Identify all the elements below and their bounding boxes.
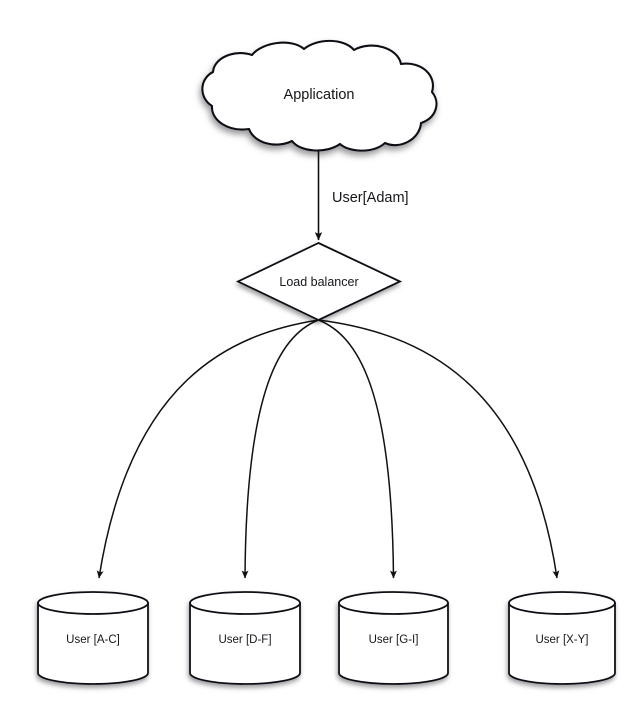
edge-balancer-to-store-1 <box>96 319 319 579</box>
node-store-user-d-f[interactable]: User [D-F] <box>189 591 301 685</box>
cylinder-top-4 <box>508 591 616 615</box>
store-label-4: User [X-Y] <box>535 634 588 646</box>
cloud-label: Application <box>284 87 355 103</box>
cylinder-top-3 <box>338 591 449 615</box>
cylinder-body-3 <box>338 602 449 685</box>
store-label-1: User [A-C] <box>66 634 120 646</box>
cloud-shape <box>201 39 438 152</box>
edge-balancer-to-store-3 <box>318 319 397 579</box>
cylinder-body-2 <box>189 602 301 685</box>
node-store-user-x-y[interactable]: User [X-Y] <box>508 591 616 685</box>
cylinder-top-2 <box>189 591 301 615</box>
edge-balancer-to-store-2 <box>241 319 319 579</box>
node-application-cloud[interactable]: Application <box>201 39 438 152</box>
cylinder-body-4 <box>508 602 616 685</box>
node-load-balancer[interactable]: Load balancer <box>235 242 403 321</box>
edge-label-user-adam: User[Adam] <box>332 190 409 206</box>
edge-application-to-balancer: User[Adam] <box>314 150 409 241</box>
node-store-user-a-c[interactable]: User [A-C] <box>37 591 149 685</box>
edges-balancer-to-stores <box>96 319 560 579</box>
store-label-3: User [G-I] <box>369 634 419 646</box>
store-label-2: User [D-F] <box>218 634 271 646</box>
cylinder-top-1 <box>37 591 149 615</box>
load-balancer-label: Load balancer <box>279 275 358 289</box>
cylinder-body-1 <box>37 602 149 685</box>
edge-balancer-to-store-4 <box>318 319 560 579</box>
node-store-user-g-i[interactable]: User [G-I] <box>338 591 449 685</box>
